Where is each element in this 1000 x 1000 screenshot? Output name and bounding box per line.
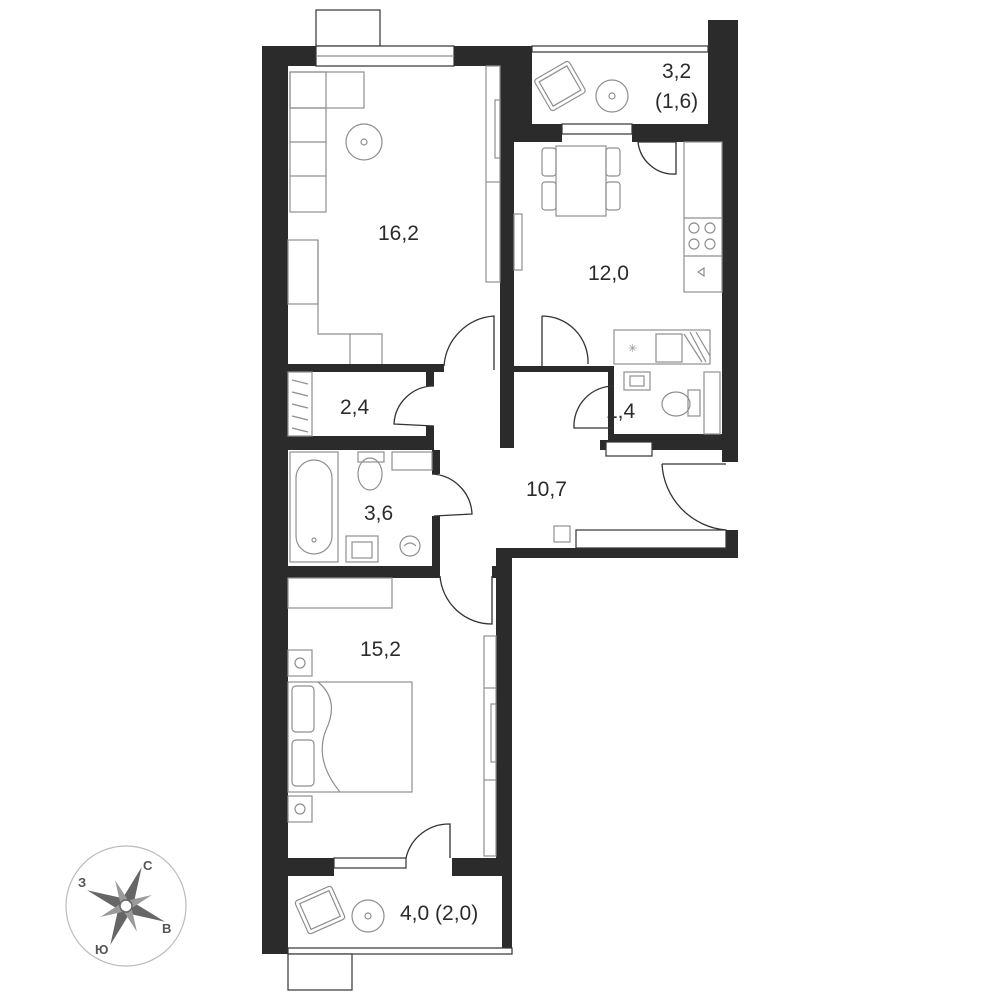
area-balcony-top: 3,2: [662, 60, 691, 83]
area-bedroom: 15,2: [360, 638, 401, 661]
area-toilet: 1,4: [606, 400, 636, 423]
area-balcony-bottom: 4,0 (2,0): [400, 902, 478, 925]
walls: [262, 20, 738, 954]
closet-furniture: [287, 371, 313, 437]
kitchen-furniture: ✳: [513, 141, 723, 365]
area-closet: 2,4: [340, 396, 370, 419]
room-labels: 16,2 12,0 3,2 (1,6) 2,4 1,4 3,6 10,7 15,…: [340, 60, 698, 925]
area-balcony-top-sub: (1,6): [655, 90, 698, 113]
bedroom-furniture: [287, 577, 497, 857]
bathroom-furniture: [289, 451, 433, 563]
compass-north: С: [143, 858, 153, 873]
top-balcony-furniture: [534, 60, 629, 113]
compass-west: З: [78, 875, 86, 890]
area-bathroom: 3,6: [364, 502, 393, 525]
toilet-furniture: [623, 371, 721, 435]
living-room-furniture: [287, 65, 501, 364]
hallway-furniture: [553, 525, 571, 543]
doors: [393, 141, 727, 859]
windows: [287, 9, 727, 991]
bottom-balcony-furniture: [294, 885, 385, 935]
svg-text:✳: ✳: [628, 342, 637, 355]
compass: С В Ю З: [65, 845, 187, 967]
compass-south: Ю: [95, 942, 108, 957]
area-hallway: 10,7: [526, 478, 567, 501]
area-kitchen: 12,0: [588, 262, 629, 285]
compass-rose-icon: [87, 867, 165, 945]
area-living-room: 16,2: [378, 222, 419, 245]
compass-east: В: [162, 921, 171, 936]
